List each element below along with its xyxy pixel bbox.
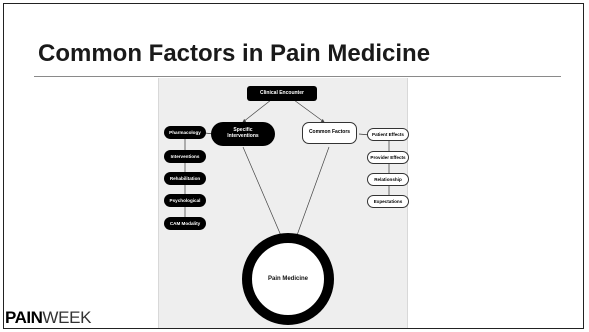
right-item-patient-effects: Patient Effects (367, 128, 409, 141)
left-item-interventions: Interventions (164, 150, 206, 163)
logo-part-bold: PAIN (5, 308, 43, 327)
left-item-cam-modality: CAM Modality (164, 217, 206, 230)
node-specific-interventions: Specific Interventions (211, 122, 275, 146)
edge-right-to-ring (295, 146, 330, 239)
edge-left-to-ring (242, 146, 283, 239)
node-common-factors: Common Factors (302, 122, 357, 144)
diagram-panel: Clinical Encounter Specific Intervention… (158, 78, 409, 328)
right-item-provider-effects: Provider Effects (367, 151, 409, 164)
node-clinical-encounter: Clinical Encounter (247, 86, 317, 101)
left-item-psychological: Psychological (164, 194, 206, 207)
edge-top-to-left (242, 99, 272, 123)
left-item-pharmacology: Pharmacology (164, 126, 206, 139)
edge-top-to-right (293, 99, 325, 123)
left-item-rehabilitation: Rehabilitation (164, 172, 206, 185)
outcome-ring: Pain Medicine (242, 233, 334, 325)
title-divider (34, 76, 561, 77)
right-item-expectations: Expectations (367, 195, 409, 208)
logo-part-light: WEEK (42, 308, 92, 327)
right-item-relationship: Relationship (367, 173, 409, 186)
painweek-logo: PAINWEEK (5, 308, 92, 327)
slide-title: Common Factors in Pain Medicine (38, 40, 431, 67)
outcome-label: Pain Medicine (267, 276, 308, 282)
